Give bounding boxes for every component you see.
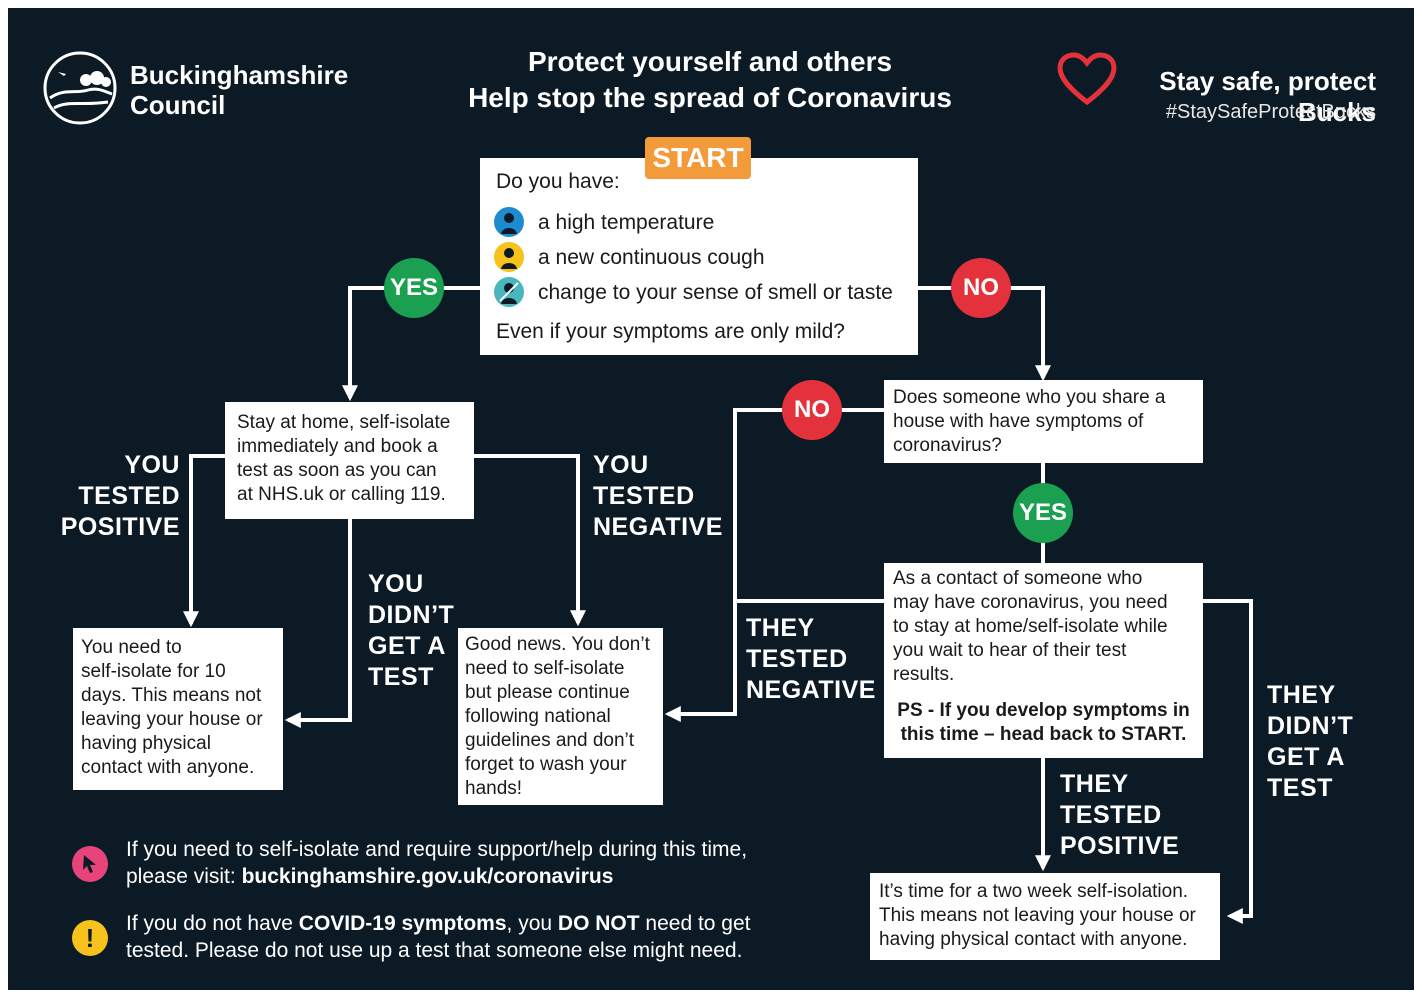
start-badge: START — [645, 137, 751, 179]
support-link[interactable]: buckinghamshire.gov.uk/coronavirus — [241, 865, 614, 888]
warning-text-2: , you — [506, 912, 558, 935]
warning-text-1: If you do not have — [126, 912, 299, 935]
page-title-line1: Protect yourself and others — [527, 46, 893, 77]
warning-bold-1: COVID-19 symptoms — [298, 912, 507, 935]
slogan: Stay safe, protect Bucks — [1159, 66, 1376, 127]
household-question-box: Does someone who you share a house with … — [884, 380, 1203, 463]
start-footer: Even if your symptoms are only mild? — [496, 320, 845, 343]
flowchart-poster: Buckinghamshire Council Protect yourself… — [8, 8, 1414, 990]
contact-ps-text: PS - If you develop symptoms in this tim… — [897, 700, 1190, 745]
symptom-cough: a new continuous cough — [538, 246, 765, 269]
label-you-tested-negative: YOU TESTED NEGATIVE — [593, 451, 723, 541]
warning-icon: ! — [72, 920, 108, 956]
household-no-badge: NO — [782, 380, 842, 440]
self-isolate-10-days-text: You need to self-isolate for 10 days. Th… — [81, 637, 263, 778]
hashtag: #StaySafeProtectBucks — [1165, 101, 1376, 123]
support-line1: If you need to self-isolate and require … — [126, 838, 748, 861]
heart-icon — [1056, 52, 1118, 111]
two-week-isolation-text: It’s time for a two week self-isolation.… — [879, 881, 1196, 950]
connector-you-positive — [183, 454, 225, 628]
contact-isolate-box: As a contact of someone who may have cor… — [884, 563, 1203, 758]
page-title-line2: Help stop the spread of Coronavirus — [468, 82, 952, 113]
cough-icon — [494, 242, 524, 272]
council-logo-icon — [43, 51, 117, 125]
connector-you-negative — [474, 454, 586, 627]
symptom-temperature: a high temperature — [538, 211, 715, 234]
start-question: Do you have: — [496, 170, 620, 193]
good-news-text: Good news. You don’t need to self-isolat… — [465, 634, 650, 799]
support-prefix: please visit: — [126, 865, 242, 888]
council-name-line1: Buckinghamshire — [130, 60, 349, 90]
smell-taste-icon — [494, 277, 524, 307]
label-they-didnt-get-test: THEY DIDN’T GET A TEST — [1267, 681, 1354, 802]
contact-isolate-text: As a contact of someone who may have cor… — [893, 568, 1168, 685]
good-news-box: Good news. You don’t need to self-isolat… — [458, 628, 663, 805]
warning-text-3: need to get — [639, 912, 751, 935]
warning-line2: tested. Please do not use up a test that… — [126, 939, 743, 962]
thermometer-icon — [494, 207, 524, 237]
connector-they-no-test — [1203, 599, 1253, 924]
pointer-icon — [72, 846, 108, 882]
start-yes-badge: YES — [384, 258, 444, 318]
symptom-smell-taste: change to your sense of smell or taste — [538, 281, 893, 304]
warning-note: If you do not have COVID-19 symptoms, yo… — [126, 910, 751, 964]
support-line2: please visit: buckinghamshire.gov.uk/cor… — [126, 863, 747, 890]
isolate-book-test-box: Stay at home, self-isolate immediately a… — [225, 402, 474, 519]
label-you-tested-positive: YOU TESTED POSITIVE — [60, 451, 180, 541]
connector-you-no-test — [284, 519, 352, 728]
isolate-book-test-text: Stay at home, self-isolate immediately a… — [237, 412, 451, 505]
household-yes-badge: YES — [1013, 483, 1073, 543]
two-week-isolation-box: It’s time for a two week self-isolation.… — [870, 873, 1220, 960]
label-you-didnt-get-test: YOU DIDN’T GET A TEST — [368, 570, 455, 691]
warning-bold-2: DO NOT — [557, 912, 640, 935]
council-name-line2: Council — [130, 90, 226, 120]
household-question-text: Does someone who you share a house with … — [893, 387, 1166, 456]
start-question-box: Do you have: a high temperature a new co… — [480, 158, 918, 355]
council-logo — [42, 50, 118, 126]
self-isolate-10-days-box: You need to self-isolate for 10 days. Th… — [73, 628, 283, 790]
label-they-tested-negative: THEY TESTED NEGATIVE — [746, 614, 876, 704]
start-no-badge: NO — [951, 258, 1011, 318]
support-note: If you need to self-isolate and require … — [126, 836, 747, 890]
warning-line1: If you do not have COVID-19 symptoms, yo… — [126, 910, 751, 937]
label-they-tested-positive: THEY TESTED POSITIVE — [1060, 770, 1180, 860]
